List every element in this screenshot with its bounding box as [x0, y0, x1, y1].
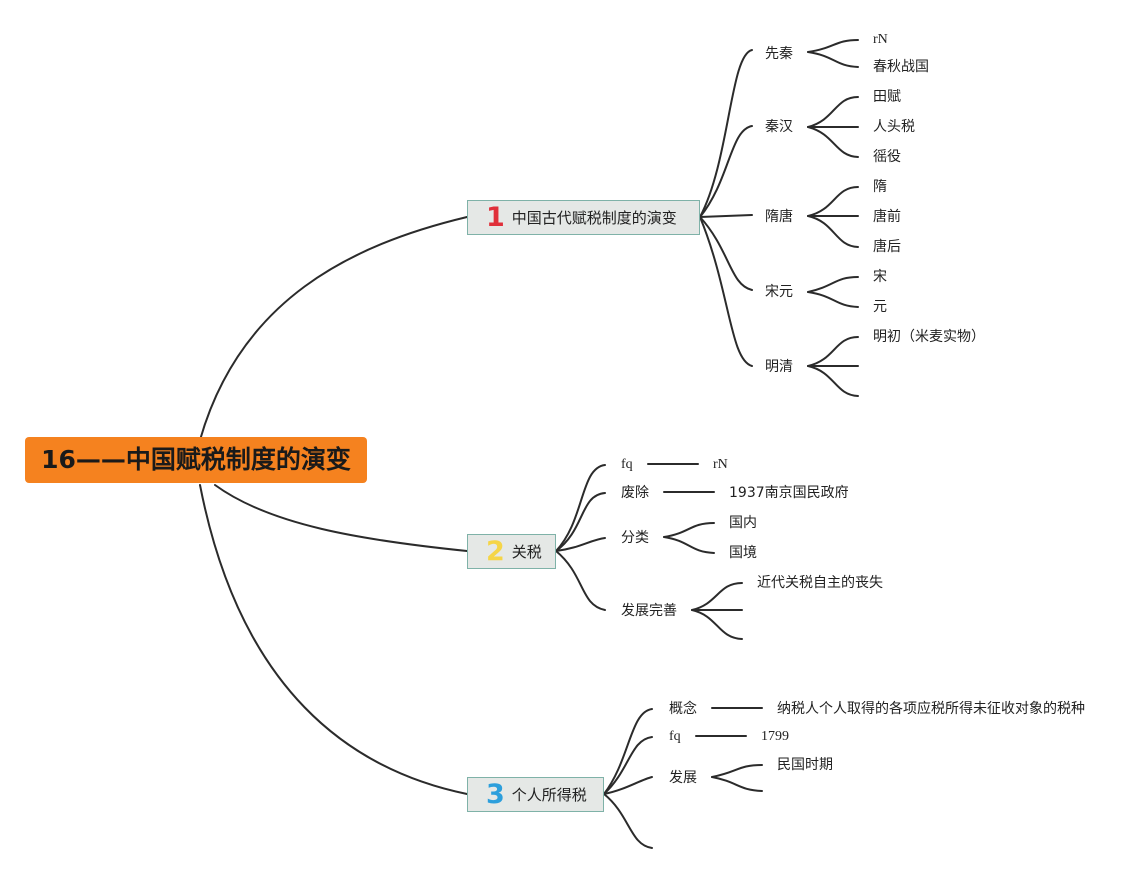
leaf-income-development-1[interactable]: 民国时期	[777, 757, 833, 773]
branch-concept[interactable]: 概念	[669, 701, 697, 717]
branch-customs-fq[interactable]: fq	[621, 457, 633, 472]
leaf-qinhan-1[interactable]: 田赋	[873, 89, 901, 105]
leaf-xianqin-1[interactable]: rN	[873, 32, 888, 47]
leaf-songyuan-1[interactable]: 宋	[873, 269, 887, 285]
leaf-concept[interactable]: 纳税人个人取得的各项应税所得未征收对象的税种	[777, 701, 1085, 717]
topic-label: 关税	[511, 543, 542, 561]
leaf-suitang-1[interactable]: 隋	[873, 179, 887, 195]
leaf-xianqin-2[interactable]: 春秋战国	[873, 59, 929, 75]
leaf-abolish[interactable]: 1937南京国民政府	[729, 485, 849, 501]
branch-xianqin[interactable]: 先秦	[765, 46, 793, 62]
leaf-songyuan-2[interactable]: 元	[873, 299, 887, 315]
leaf-qinhan-2[interactable]: 人头税	[873, 119, 915, 135]
branch-classification[interactable]: 分类	[621, 530, 649, 546]
leaf-qinhan-3[interactable]: 徭役	[873, 149, 901, 165]
branch-suitang[interactable]: 隋唐	[765, 209, 793, 225]
topic-income-tax[interactable]: 3 个人所得税	[467, 777, 604, 812]
number-1-icon: 1	[486, 202, 505, 233]
central-topic[interactable]: 16——中国赋税制度的演变	[25, 437, 367, 483]
branch-abolish[interactable]: 废除	[621, 485, 649, 501]
topic-label: 个人所得税	[511, 786, 587, 804]
leaf-customs-fq[interactable]: rN	[713, 457, 728, 472]
topic-label: 中国古代赋税制度的演变	[511, 209, 677, 227]
branch-income-development[interactable]: 发展	[669, 770, 697, 786]
topic-ancient-tax-system[interactable]: 1 中国古代赋税制度的演变	[467, 200, 700, 235]
leaf-income-fq[interactable]: 1799	[761, 729, 789, 744]
leaf-suitang-2[interactable]: 唐前	[873, 209, 901, 225]
branch-income-fq[interactable]: fq	[669, 729, 681, 744]
branch-songyuan[interactable]: 宋元	[765, 284, 793, 300]
leaf-suitang-3[interactable]: 唐后	[873, 239, 901, 255]
topic-customs-duty[interactable]: 2 关税	[467, 534, 556, 569]
leaf-classification-2[interactable]: 国境	[729, 545, 757, 561]
leaf-mingqing-1[interactable]: 明初（米麦实物）	[873, 329, 985, 345]
branch-development[interactable]: 发展完善	[621, 603, 677, 619]
leaf-classification-1[interactable]: 国内	[729, 515, 757, 531]
leaf-development-1[interactable]: 近代关税自主的丧失	[757, 575, 883, 591]
number-3-icon: 3	[486, 779, 505, 810]
branch-qinhan[interactable]: 秦汉	[765, 119, 793, 135]
branch-mingqing[interactable]: 明清	[765, 359, 793, 375]
number-2-icon: 2	[486, 536, 505, 567]
